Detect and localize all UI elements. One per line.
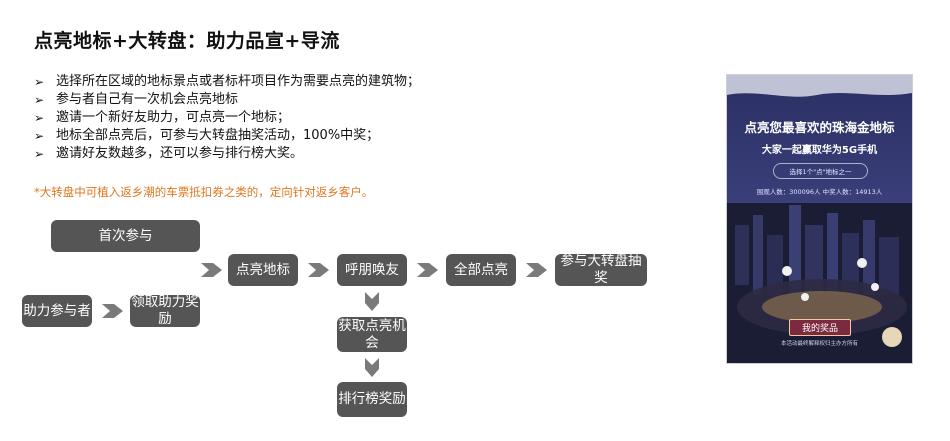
poster-footer: 本活动最终解释权归主办方所有: [780, 341, 858, 347]
poster-headline: 点亮您最喜欢的珠海金地标: [744, 120, 895, 135]
list-item-text: 参与者自己有一次机会点亮地标: [56, 92, 239, 107]
light-landmark-box: 点亮地标: [228, 254, 298, 286]
flow-arrow-icon: [308, 263, 329, 277]
leaderboard-box: 排行榜奖励: [337, 382, 407, 417]
list-item: ➢ 地标全部点亮后，可参与大转盘抽奖活动，100%中奖；: [34, 127, 420, 145]
list-item: ➢ 邀请好友数越多，还可以参与排行榜大奖。: [34, 145, 420, 163]
poster-counts: 围观人数：300096人 中奖人数：14913人: [756, 188, 883, 196]
arrow-bullet-icon: ➢: [34, 111, 45, 125]
claim-reward-box: 领取助力奖励: [130, 294, 200, 327]
campaign-poster: 点亮您最喜欢的珠海金地标 大家一起赢取华为5G手机 选择1个"点"地标之一 围观…: [726, 74, 913, 364]
flow-arrow-icon: [417, 263, 438, 277]
my-prize-button[interactable]: 我的奖品: [789, 319, 851, 336]
get-chance-box: 获取点亮机会: [337, 317, 407, 352]
flow-arrow-icon: [526, 263, 547, 277]
call-friends-box: 呼朋唤友: [337, 254, 407, 286]
list-item: ➢ 邀请一个新好友助力，可点亮一个地标；: [34, 109, 420, 127]
poster-tag: 选择1个"点"地标之一: [773, 163, 868, 179]
flow-arrow-icon: [201, 263, 222, 277]
flow-arrow-down-icon: [365, 292, 379, 311]
arrow-bullet-icon: ➢: [34, 147, 45, 161]
wheel-draw-box: 参与大转盘抽奖: [555, 253, 647, 286]
list-item-text: 地标全部点亮后，可参与大转盘抽奖活动，100%中奖；: [56, 128, 380, 143]
arrow-bullet-icon: ➢: [34, 93, 45, 107]
arrow-bullet-icon: ➢: [34, 75, 45, 89]
list-item-text: 邀请好友数越多，还可以参与排行榜大奖。: [56, 146, 304, 161]
rules-list: ➢ 选择所在区域的地标景点或者标杆项目作为需要点亮的建筑物； ➢ 参与者自己有一次机…: [34, 73, 420, 163]
list-item-text: 邀请一个新好友助力，可点亮一个地标；: [56, 110, 291, 125]
flow-arrow-icon: [102, 304, 123, 318]
helper-box: 助力参与者: [22, 295, 92, 327]
flow-arrow-down-icon: [365, 358, 379, 377]
city-night-illustration: [727, 75, 912, 363]
poster-subline: 大家一起赢取华为5G手机: [761, 145, 878, 156]
note-text: *大转盘中可植入返乡潮的车票抵扣券之类的，定向针对返乡客户。: [34, 185, 374, 199]
page-title: 点亮地标+大转盘：助力品宣+导流: [34, 30, 340, 52]
list-item-text: 选择所在区域的地标景点或者标杆项目作为需要点亮的建筑物；: [56, 74, 421, 89]
list-item: ➢ 参与者自己有一次机会点亮地标: [34, 91, 420, 109]
first-participation-box: 首次参与: [51, 220, 200, 252]
arrow-bullet-icon: ➢: [34, 129, 45, 143]
list-item: ➢ 选择所在区域的地标景点或者标杆项目作为需要点亮的建筑物；: [34, 73, 420, 91]
all-lit-box: 全部点亮: [446, 254, 516, 286]
